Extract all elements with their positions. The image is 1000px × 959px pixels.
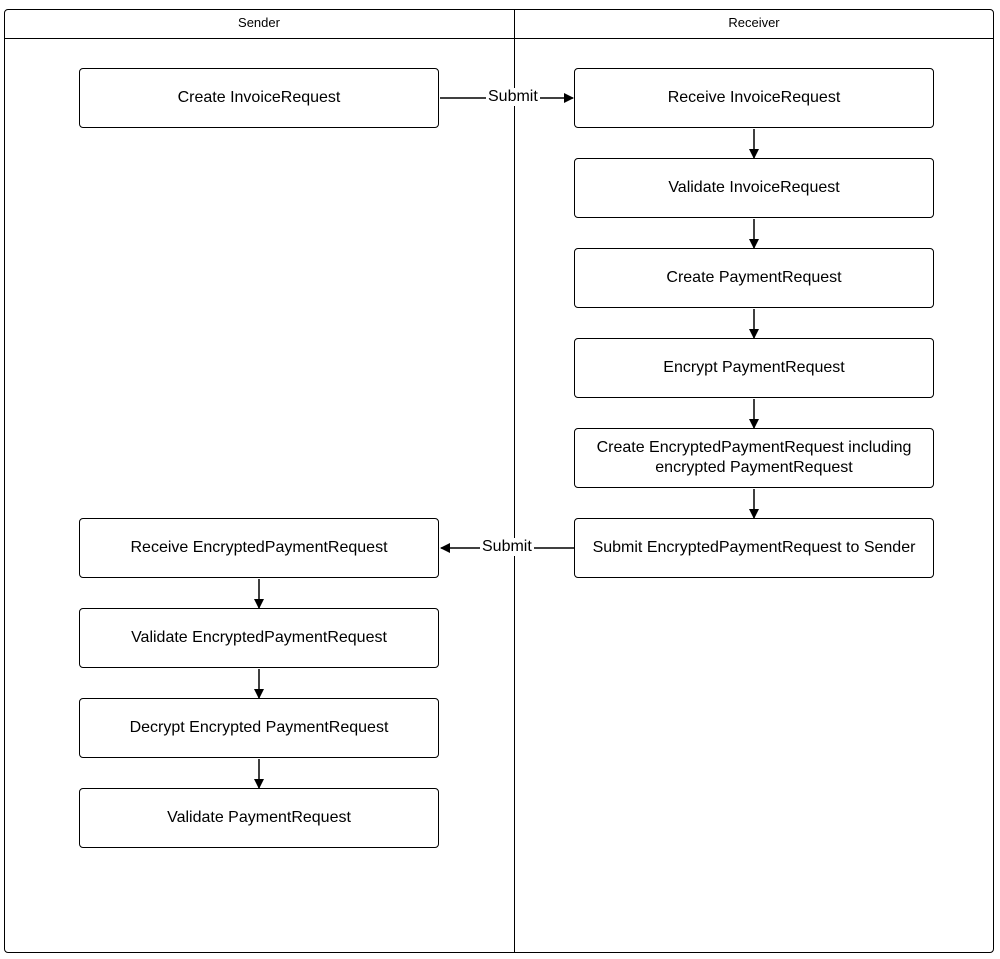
step-encrypt-payment-request: Encrypt PaymentRequest [574,338,934,398]
lane-divider [514,9,515,953]
lane-header-receiver: Receiver [728,15,780,30]
step-validate-payment-request: Validate PaymentRequest [79,788,439,848]
step-create-invoice-request: Create InvoiceRequest [79,68,439,128]
edge-label-submit-to-receiver: Submit [486,88,540,106]
step-validate-invoice-request: Validate InvoiceRequest [574,158,934,218]
step-receive-encrypted-payment-request: Receive EncryptedPaymentRequest [79,518,439,578]
step-create-encrypted-payment-request: Create EncryptedPaymentRequest including… [574,428,934,488]
diagram-frame [4,9,994,953]
edge-label-submit-to-sender: Submit [480,538,534,556]
lane-header-sender: Sender [238,15,280,30]
step-receive-invoice-request: Receive InvoiceRequest [574,68,934,128]
lane-header-divider [4,38,994,39]
step-validate-encrypted-payment-request: Validate EncryptedPaymentRequest [79,608,439,668]
step-decrypt-encrypted-payment-request: Decrypt Encrypted PaymentRequest [79,698,439,758]
step-create-payment-request: Create PaymentRequest [574,248,934,308]
step-submit-encrypted-payment-request: Submit EncryptedPaymentRequest to Sender [574,518,934,578]
